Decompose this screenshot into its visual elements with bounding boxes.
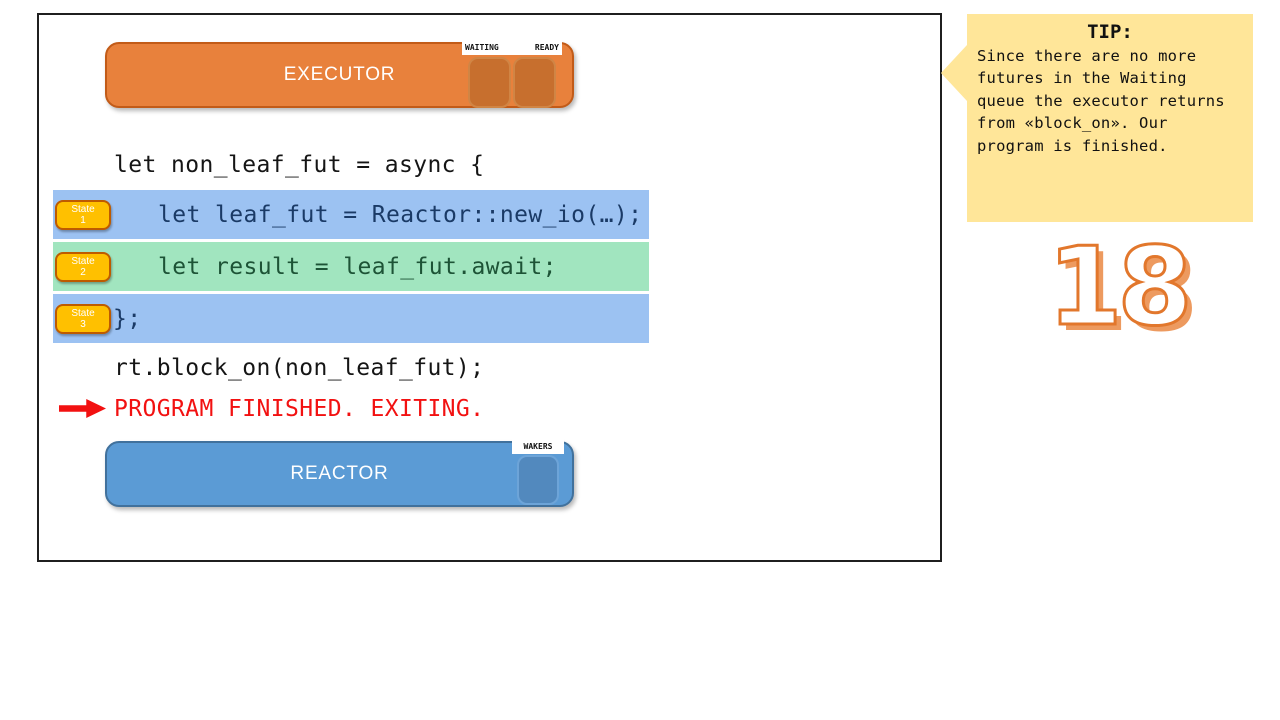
state-badge-word: State xyxy=(71,307,95,319)
slide-number: 18 xyxy=(1046,225,1194,350)
wakers-queue-slot xyxy=(517,455,559,505)
code-line-await: let result = leaf_fut.await; xyxy=(158,253,557,280)
state-badge-number: 2 xyxy=(80,266,86,278)
code-line-new-io: let leaf_fut = Reactor::new_io(…); xyxy=(158,201,643,228)
state-3-badge: State 3 xyxy=(55,303,111,334)
state-row-1: State 1 let leaf_fut = Reactor::new_io(…… xyxy=(53,190,649,239)
tip-body: Since there are no more futures in the W… xyxy=(977,47,1225,155)
state-badge-word: State xyxy=(71,255,95,267)
waiting-queue-slot xyxy=(468,57,511,108)
state-row-3: State 3 }; xyxy=(53,294,649,343)
tip-title: TIP: xyxy=(1087,21,1133,43)
finished-line: PROGRAM FINISHED. EXITING. xyxy=(59,395,484,422)
state-2-badge: State 2 xyxy=(55,251,111,282)
wakers-queue-label: WAKERS xyxy=(523,442,553,451)
code-line-block-on: rt.block_on(non_leaf_fut); xyxy=(114,355,485,381)
state-badge-word: State xyxy=(71,203,95,215)
executor-queue-labels: WAITING READY xyxy=(462,40,562,55)
state-badge-number: 3 xyxy=(80,318,86,330)
state-1-badge: State 1 xyxy=(55,199,111,230)
diagram-frame: EXECUTOR WAITING READY let non_leaf_fut … xyxy=(37,13,942,562)
state-row-2: State 2 let result = leaf_fut.await; xyxy=(53,242,649,291)
waiting-queue-label: WAITING xyxy=(465,43,499,52)
code-line-close-brace: }; xyxy=(113,305,142,332)
executor-box: EXECUTOR WAITING READY xyxy=(105,40,574,108)
state-badge-number: 1 xyxy=(80,214,86,226)
reactor-box: REACTOR WAKERS xyxy=(105,439,574,507)
executor-label: EXECUTOR xyxy=(283,64,396,85)
ready-queue-slot xyxy=(513,57,556,108)
code-line-async-open: let non_leaf_fut = async { xyxy=(114,152,485,178)
reactor-queue-labels: WAKERS xyxy=(512,439,564,454)
reactor-label: REACTOR xyxy=(290,463,389,484)
ready-queue-label: READY xyxy=(534,43,559,52)
arrow-right-icon xyxy=(59,399,106,418)
tip-callout: TIP: Since there are no more futures in … xyxy=(941,14,1253,222)
program-finished-text: PROGRAM FINISHED. EXITING. xyxy=(114,395,485,422)
